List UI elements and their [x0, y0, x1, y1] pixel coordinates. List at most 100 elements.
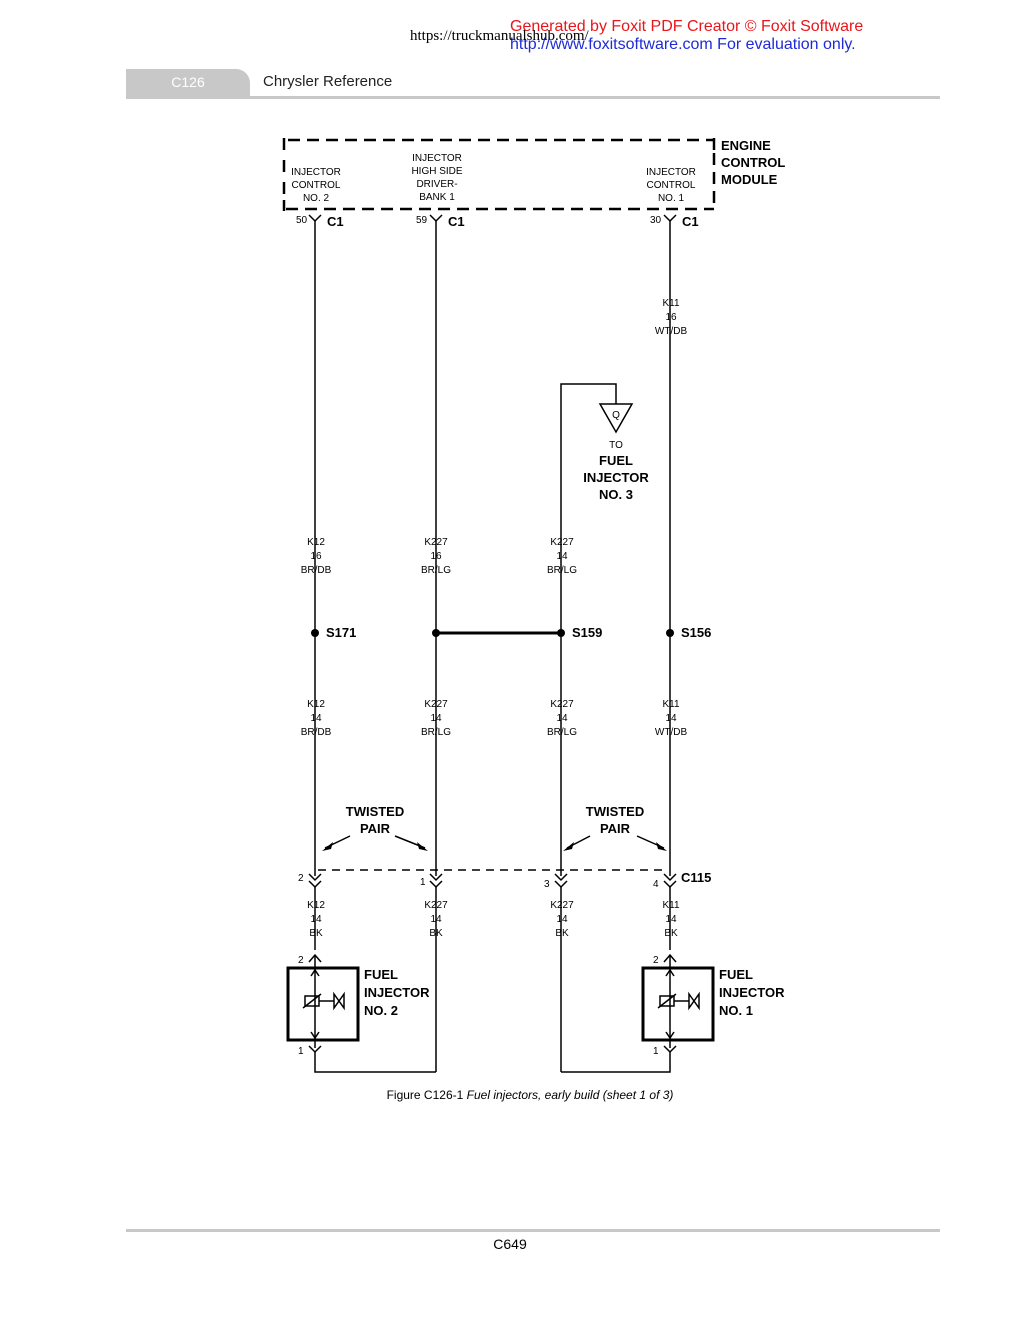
splice-dot-s156: [666, 629, 674, 637]
ecm-pin-label: NO. 1: [658, 193, 685, 204]
offpage-text: TO: [609, 440, 623, 451]
ecm-pin-label: CONTROL: [292, 180, 341, 191]
figure-number: Figure C126-1: [386, 1088, 464, 1102]
wire-label: 14: [556, 713, 568, 724]
splice-label-s159: S159: [572, 625, 602, 640]
c115-pin: 1: [420, 877, 426, 888]
wire-label: BR/LG: [547, 727, 577, 738]
wire-label: 16: [430, 551, 442, 562]
injector-2-box: [286, 966, 360, 1042]
offpage-connector-q: [598, 403, 634, 434]
pin-number: 30: [650, 215, 662, 226]
pin-30-chevron: [663, 214, 677, 223]
wire-label: K227: [550, 537, 574, 548]
ecm-pin-label: INJECTOR: [291, 167, 341, 178]
injector-1-label: INJECTOR: [719, 985, 785, 1000]
offpage-text: FUEL: [599, 453, 633, 468]
wire-label: BK: [664, 928, 678, 939]
injector-1-box: [641, 966, 715, 1042]
wire-label: K12: [307, 537, 325, 548]
injector-2-label: INJECTOR: [364, 985, 430, 1000]
wire-label: K227: [424, 900, 448, 911]
ecm-pin-label: BANK 1: [419, 192, 455, 203]
foxit-watermark-line1: Generated by Foxit PDF Creator © Foxit S…: [510, 18, 864, 35]
wire-label: BR/LG: [421, 565, 451, 576]
wire-label: K227: [550, 900, 574, 911]
ecm-pin-label: DRIVER-: [416, 179, 457, 190]
splice-dot-s171: [311, 629, 319, 637]
ecm-title-2: CONTROL: [721, 155, 785, 170]
c115-pin: 2: [298, 873, 304, 884]
header-title: Chrysler Reference: [263, 73, 393, 90]
header-divider: [126, 96, 940, 99]
wire-label: BR/DB: [301, 727, 332, 738]
twisted-pair-label: TWISTED: [346, 804, 405, 819]
c115-pin: 3: [544, 879, 550, 890]
ecm-title-3: MODULE: [721, 172, 778, 187]
injector-1-label: NO. 1: [719, 1003, 753, 1018]
figure-caption: Figure C126-1 Fuel injectors, early buil…: [0, 1088, 1020, 1102]
wire-label: WT/DB: [655, 326, 688, 337]
wire-label: BR/DB: [301, 565, 332, 576]
splice-label-s171: S171: [326, 625, 356, 640]
injector-pin: 1: [298, 1046, 304, 1057]
wire-label: K12: [307, 699, 325, 710]
wire-label: K227: [424, 537, 448, 548]
ecm-pin-label: INJECTOR: [646, 167, 696, 178]
ecm-pin-label: HIGH SIDE: [411, 166, 462, 177]
injector-2-label: NO. 2: [364, 1003, 398, 1018]
twisted-pair-label: PAIR: [600, 821, 631, 836]
pin-number: 50: [296, 215, 308, 226]
wire-label: BR/LG: [421, 727, 451, 738]
pin-59-chevron: [429, 214, 443, 223]
connector-name: C1: [682, 214, 699, 229]
wire-label: K12: [307, 900, 325, 911]
offpage-text: INJECTOR: [583, 470, 649, 485]
footer-divider: [126, 1229, 940, 1232]
wire-label: 14: [430, 914, 442, 925]
figure-title: Fuel injectors, early build (sheet 1 of …: [466, 1088, 674, 1102]
wire-label: 16: [310, 551, 322, 562]
ecm-pin-label: CONTROL: [647, 180, 696, 191]
page-number: C649: [493, 1236, 527, 1252]
foxit-watermark-line2[interactable]: http://www.foxitsoftware.com For evaluat…: [510, 36, 856, 53]
wire-label: 14: [556, 551, 568, 562]
offpage-text: NO. 3: [599, 487, 633, 502]
wire-label: 14: [665, 914, 677, 925]
injector-pin: 2: [653, 955, 659, 966]
splice-dot-s159-b: [557, 629, 565, 637]
ecm-box-outline: [286, 138, 716, 211]
twisted-pair-label: TWISTED: [586, 804, 645, 819]
wire-label: BK: [309, 928, 323, 939]
splice-label-s156: S156: [681, 625, 711, 640]
connector-name: C1: [448, 214, 465, 229]
wire-label: 14: [310, 713, 322, 724]
source-url-watermark[interactable]: https://truckmanualshub.com/: [410, 28, 589, 44]
pin-50-chevron: [308, 214, 322, 223]
ecm-pin-label: NO. 2: [303, 193, 330, 204]
section-tab: C126: [126, 69, 250, 98]
c115-name: C115: [681, 870, 711, 885]
wire-label: K227: [550, 699, 574, 710]
c115-pin: 4: [653, 879, 659, 890]
injector-pin: 1: [653, 1046, 659, 1057]
offpage-letter: Q: [612, 410, 620, 421]
wire-label: K227: [424, 699, 448, 710]
wire-label: BK: [555, 928, 569, 939]
wire-label: 16: [665, 312, 677, 323]
wire-label: 14: [556, 914, 568, 925]
wire-label: K11: [662, 900, 679, 911]
injector-1-label: FUEL: [719, 967, 753, 982]
injector-pin: 2: [298, 955, 304, 966]
wire-label: 14: [310, 914, 322, 925]
twisted-pair-label: PAIR: [360, 821, 391, 836]
ecm-title-1: ENGINE: [721, 138, 771, 153]
wire-label: K11: [662, 298, 679, 309]
wire-label: BK: [429, 928, 443, 939]
connector-name: C1: [327, 214, 344, 229]
splice-dot-s159-a: [432, 629, 440, 637]
wire-label: 14: [430, 713, 442, 724]
wire-label: BR/LG: [547, 565, 577, 576]
wire-label: K11: [662, 699, 679, 710]
